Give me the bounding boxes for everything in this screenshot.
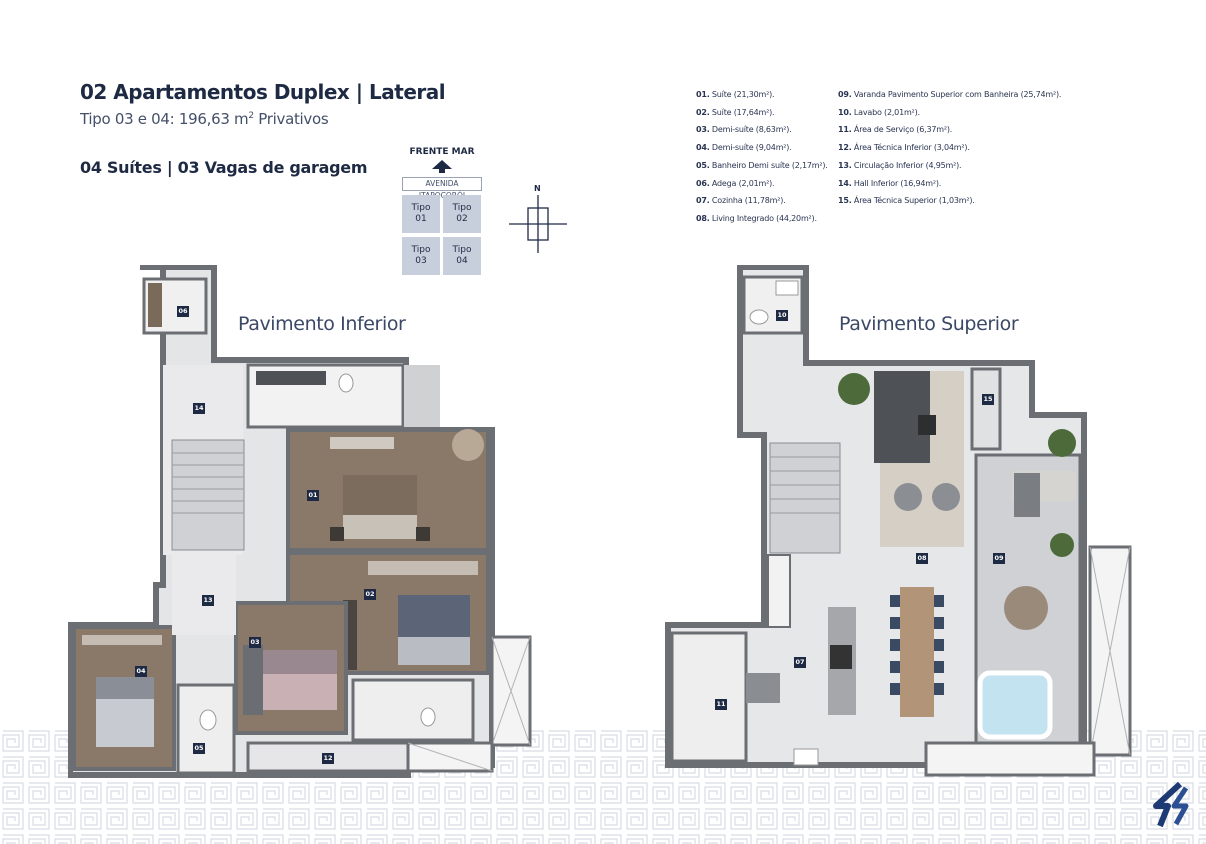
- legend-item: 15. Área Técnica Superior (1,03m²).: [838, 196, 975, 206]
- legend-item: 12. Área Técnica Inferior (3,04m²).: [838, 143, 970, 153]
- room-tag-12: 12: [322, 753, 334, 764]
- legend-item: 11. Área de Serviço (6,37m²).: [838, 125, 953, 135]
- room-tag-03: 03: [249, 637, 261, 648]
- floor-label-superior: Pavimento Superior: [839, 313, 1019, 335]
- room-tag-02: 02: [364, 589, 376, 600]
- tipo-number: 02: [456, 214, 468, 224]
- frente-mar-label: FRENTE MAR: [409, 147, 475, 157]
- legend-item: 01. Suíte (21,30m²).: [696, 90, 775, 99]
- room-tag-15: 15: [982, 394, 994, 405]
- legend-item: 04. Demi-suíte (9,04m²).: [696, 143, 792, 153]
- legend-column-1: 01. Suíte (21,30m²). 02. Suíte (17,64m²)…: [696, 86, 828, 228]
- tipo-number: 04: [456, 256, 468, 266]
- legend-item: 02. Suíte (17,64m²).: [696, 107, 775, 117]
- tipo-label: Tipo: [411, 245, 431, 255]
- tipo-label: Tipo: [452, 203, 472, 213]
- floor-plan-superior: [665, 265, 1132, 777]
- legend-column-2: 09. Varanda Pavimento Superior com Banhe…: [838, 86, 1061, 210]
- suites-garage-info: 04 Suítes | 03 Vagas de garagem: [80, 158, 368, 177]
- tipo-number: 03: [415, 256, 427, 266]
- subtitle-suffix: Privativos: [253, 110, 329, 128]
- tipo-label: Tipo: [411, 203, 431, 213]
- legend-item: 03. Demi-suíte (8,63m²).: [696, 125, 792, 135]
- room-tag-01: 01: [307, 490, 319, 501]
- stairs-inferior: [171, 439, 245, 551]
- room-tag-07: 07: [794, 657, 806, 668]
- tipo-label: Tipo: [452, 245, 472, 255]
- page-subtitle: Tipo 03 e 04: 196,63 m2 Privativos: [80, 110, 329, 128]
- room-tag-13: 13: [202, 595, 214, 606]
- stairs-superior: [769, 442, 841, 554]
- subtitle-superscript: 2: [248, 111, 254, 121]
- room-tag-08: 08: [916, 553, 928, 564]
- room-tag-10: 10: [776, 310, 788, 321]
- room-tag-09: 09: [993, 553, 1005, 564]
- room-tag-11: 11: [715, 699, 727, 710]
- page-title: 02 Apartamentos Duplex | Lateral: [80, 80, 446, 104]
- avenida-label: AVENIDA ITAPOCORÓI: [402, 177, 482, 200]
- arrow-up-icon: [432, 160, 452, 169]
- legend-item: 09. Varanda Pavimento Superior com Banhe…: [838, 90, 1062, 99]
- floor-plan-inferior: [68, 265, 532, 778]
- room-tag-06: 06: [177, 306, 189, 317]
- north-label: N: [534, 184, 541, 193]
- tipo-number: 01: [415, 214, 427, 224]
- legend-item: 13. Circulação Inferior (4,95m²).: [838, 160, 962, 170]
- legend-item: 07. Cozinha (11,78m²).: [696, 196, 786, 206]
- legend-item: 10. Lavabo (2,01m²).: [838, 107, 920, 117]
- subtitle-prefix: Tipo 03 e 04: 196,63 m: [80, 110, 249, 128]
- room-tag-04: 04: [135, 666, 147, 677]
- compass-icon: [509, 195, 567, 253]
- arrow-stem: [439, 168, 445, 173]
- brand-logo-icon: [1153, 782, 1189, 828]
- room-tag-05: 05: [193, 743, 205, 754]
- legend-item: 06. Adega (2,01m²).: [696, 178, 775, 188]
- legend-item: 05. Banheiro Demi suíte (2,17m²).: [696, 160, 828, 170]
- legend-item: 14. Hall Inferior (16,94m²).: [838, 178, 942, 188]
- room-tag-14: 14: [193, 403, 205, 414]
- legend-item: 08. Living Integrado (44,20m²).: [696, 213, 817, 223]
- floor-label-inferior: Pavimento Inferior: [238, 313, 406, 335]
